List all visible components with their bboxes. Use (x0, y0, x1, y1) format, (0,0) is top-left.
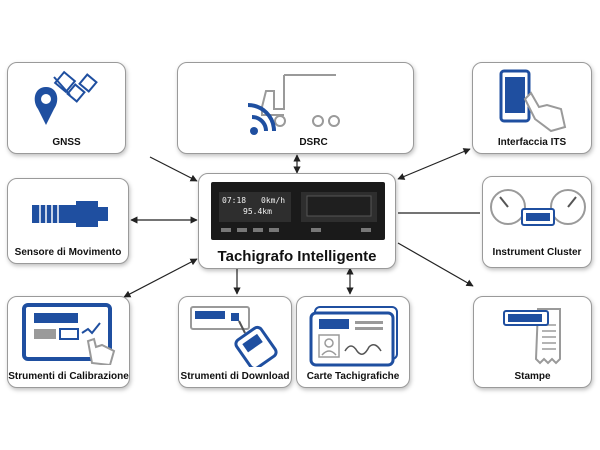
motion-sensor-icon (32, 201, 108, 227)
instrument-cluster-icon (490, 189, 586, 226)
arrow-print (397, 242, 474, 287)
instrument-cluster-label: Instrument Cluster (492, 247, 582, 258)
tachograph-cards-node: Carte Tachigrafiche (296, 296, 410, 388)
dsrc-label: DSRC (299, 137, 328, 148)
motion-sensor-node: Sensore di Movimento (7, 178, 129, 264)
calibration-tablet-icon (22, 303, 116, 365)
calibration-tools-label: Strumenti di Calibrazione (8, 371, 129, 382)
printout-icon (503, 308, 561, 365)
satellite-location-icon (34, 70, 98, 125)
download-tools-label: Strumenti di Download (180, 371, 290, 382)
dsrc-node: DSRC (177, 62, 414, 154)
smartphone-touch-icon (499, 69, 567, 133)
gnss-node: GNSS (7, 62, 126, 154)
display-time: 07:18 (222, 196, 247, 205)
arrow-gnss (149, 156, 198, 182)
display-speed: 0km/h (261, 196, 286, 205)
instrument-cluster-node: Instrument Cluster (482, 176, 592, 268)
download-tools-node: Strumenti di Download (178, 296, 292, 388)
printouts-node: Stampe (473, 296, 592, 388)
arrow-its (397, 148, 471, 180)
truck-signal-icon (247, 74, 340, 135)
its-node: Interfaccia ITS (472, 62, 592, 154)
its-label: Interfaccia ITS (497, 137, 567, 148)
center-title: Tachigrafo Intelligente (217, 248, 377, 265)
tachograph-device-icon (211, 182, 385, 240)
calibration-tools-node: Strumenti di Calibrazione (7, 296, 130, 388)
motion-sensor-label: Sensore di Movimento (14, 247, 122, 258)
gnss-label: GNSS (52, 137, 81, 148)
printouts-label: Stampe (514, 371, 551, 382)
driver-card-icon (309, 306, 398, 367)
download-device-icon (190, 306, 278, 367)
smart-tachograph-node: 07:18 0km/h 95.4km Tachigrafo Intelligen… (198, 173, 396, 269)
tachograph-cards-label: Carte Tachigrafiche (306, 371, 400, 382)
arrow-calibration (123, 258, 198, 298)
display-distance: 95.4km (243, 207, 272, 216)
